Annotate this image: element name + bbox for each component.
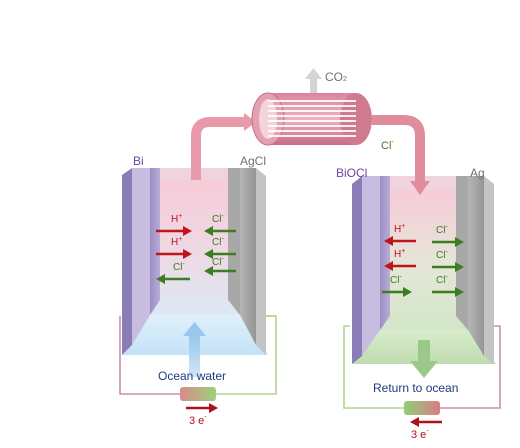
right-cell [352,176,496,378]
stripper-tubes [268,100,356,137]
left-circuit [119,315,277,395]
cl-ion-arrowhead [403,287,412,297]
left-ion-arrows [156,226,236,284]
right-electron-label: 3 e- [411,428,429,441]
return-outlet-stem [418,340,430,362]
bi-electrode-edge [122,168,132,355]
cl-ion-arrowhead [204,266,213,276]
left-electron-arrowhead [209,403,218,413]
ag-electrode-edge [484,176,494,364]
h-ion-arrowhead [183,249,192,259]
cl-ion-label: Cl- [212,236,224,248]
co2-stripper [251,68,372,146]
cl-ion-arrowhead [455,237,464,247]
cl-ion-label: Cl- [436,224,448,236]
ocean-inlet-stem [189,335,200,377]
right-circuit-wire-biocl [343,325,404,409]
biocl-electrode-side [362,176,380,356]
right-circuit-wire-ag [440,325,501,409]
co2-arrow-stem [310,77,317,93]
co2-arrow-head [305,68,322,79]
agcl-electrode-label: AgCl [240,154,267,168]
agcl-electrode-side [240,168,256,345]
left-electron-label: 3 e- [189,414,207,427]
stripper-left-face [259,99,277,139]
cl-ion-arrowhead [204,226,213,236]
cl-ion-label: Cl- [390,274,402,286]
biocl-electrode-edge [352,176,362,364]
pipe-right-arrowhead [410,181,430,195]
right-electron-carrier [404,401,440,415]
pipe-left-arrowhead [244,113,256,131]
agcl-electrode-edge [256,168,266,355]
cl-ion-arrowhead [455,287,464,297]
bi-electrode-label: Bi [133,154,144,168]
cl-ion-arrowhead [204,249,213,259]
h-ion-label: H+ [171,236,183,248]
h-ion-label: H+ [394,248,406,260]
ag-electrode-front [456,176,468,330]
right-electron-arrowhead [410,417,419,427]
left-cell [122,168,268,377]
h-ion-label: H+ [171,213,183,225]
right-ion-arrows [382,236,464,297]
cl-ion-label: Cl- [173,261,185,273]
return-to-ocean-label: Return to ocean [373,381,459,395]
ocean-inlet-arrowhead [183,322,206,336]
left-circuit-wire-bi [119,316,180,395]
cl-ion-label: Cl- [212,256,224,268]
pipe-exchanger-to-right [372,115,425,182]
ocean-water-label: Ocean water [158,369,227,383]
biocl-electrode-label: BiOCl [336,166,368,180]
bi-electrode-front [150,168,160,315]
bi-electrode-side [132,168,150,345]
cl-ion-arrowhead [455,262,464,272]
left-electron-carrier [180,387,216,401]
ag-electrode-side [468,176,484,356]
cl-ion-label: Cl- [436,274,448,286]
left-cell-water [150,180,240,330]
pipe-network [191,113,430,195]
return-outlet-arrowhead [410,361,438,378]
biocl-electrode-front [380,176,390,330]
h-ion-arrowhead [183,226,192,236]
cl-ion-arrowhead [156,274,165,284]
right-circuit [343,325,501,409]
cl-ion-label: Cl- [212,213,224,225]
co2-label: CO2 [325,70,347,84]
pipe-left-to-exchanger [191,117,246,180]
pipe-cl-ion-label: Cl- [381,139,394,152]
ag-electrode-label: Ag [470,166,485,180]
h-ion-label: H+ [394,223,406,235]
h-ion-arrowhead [384,236,393,246]
right-cell-water [380,190,468,345]
h-ion-arrowhead [384,261,393,271]
agcl-electrode-front [228,168,240,315]
cl-ion-label: Cl- [436,249,448,261]
